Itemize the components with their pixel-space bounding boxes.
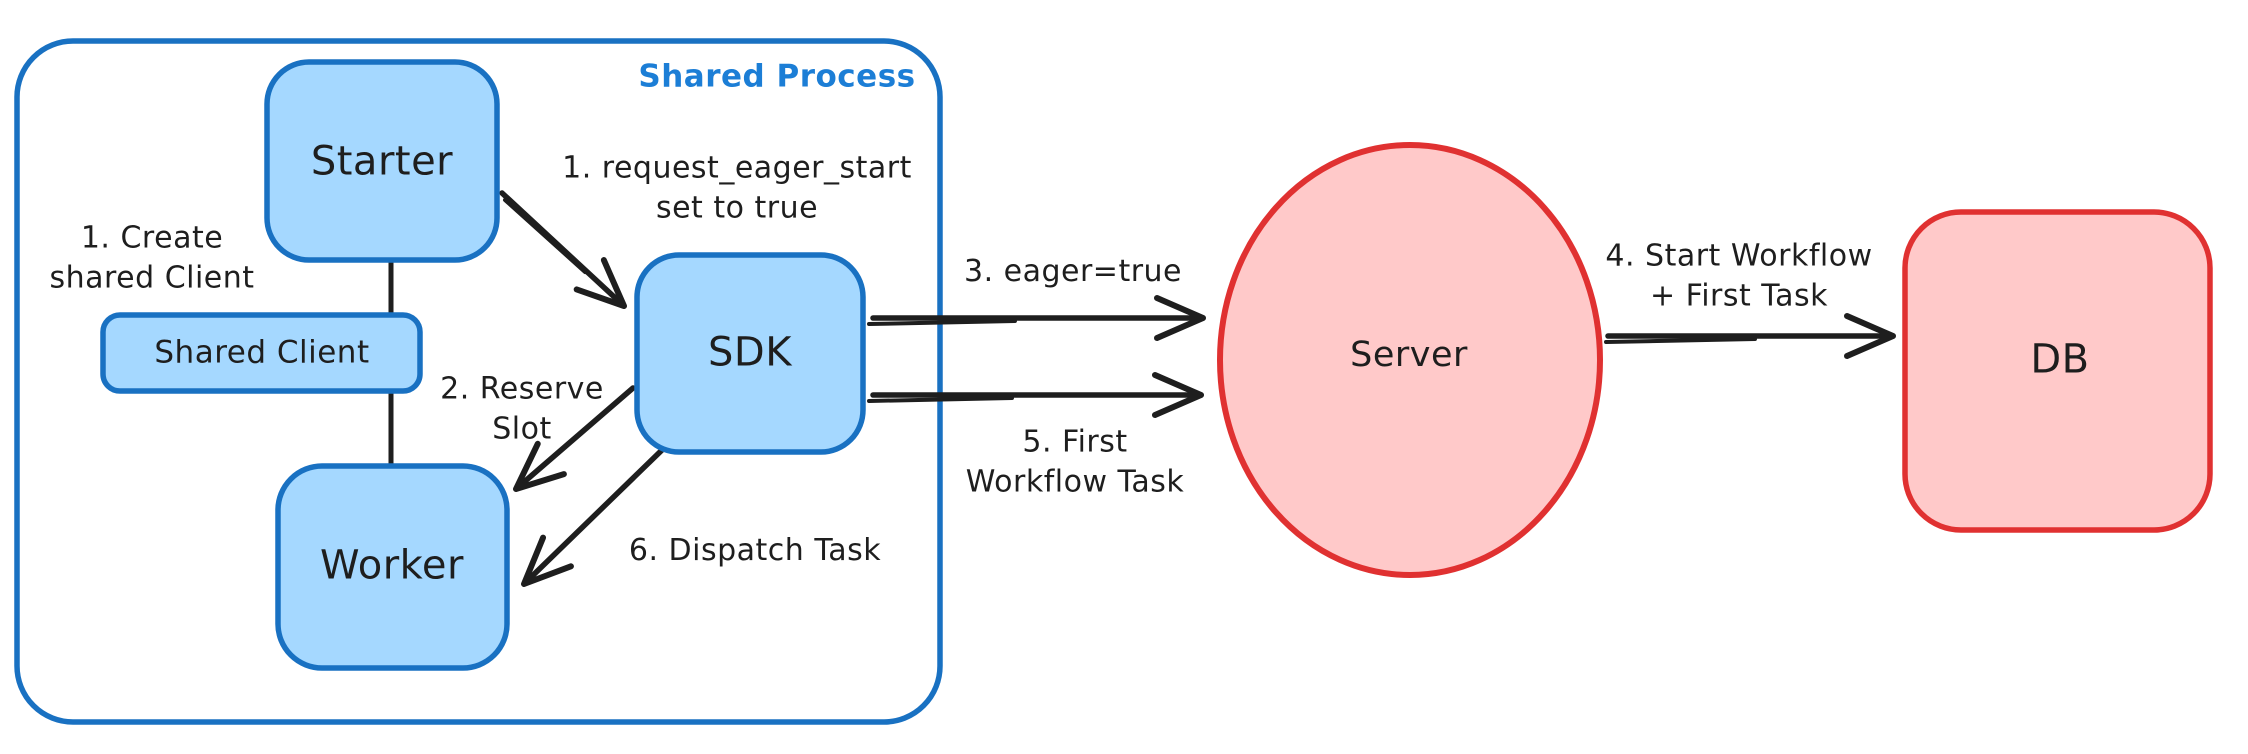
arrow-dispatch-task [521,447,665,587]
worker-node [275,463,510,671]
worker-label: Worker [320,542,464,589]
annotation-first-workflow-task: 5. First Workflow Task [965,424,1185,499]
arrow-reserve-slot [513,385,636,492]
annotation-request-eager-start: 1. request_eager_start set to true [562,150,912,225]
shared-client-node [100,312,423,394]
starter-label: Starter [310,138,454,185]
annotation-dispatch-task: 6. Dispatch Task [628,533,882,569]
annotation-eager-true: 3. eager=true [963,254,1183,290]
shared-process-container [14,38,943,725]
db-label: DB [2030,336,2090,383]
arrow-request-eager-start-sketch [503,198,587,274]
arrow-first-workflow-task-sketch [867,396,1014,403]
arrow-request-eager-start [499,190,627,309]
shared-client-label: Shared Client [154,334,370,371]
server-node [1217,142,1603,578]
starter-node [264,59,500,263]
annotation-reserve-slot: 2. Reserve Slot [440,371,604,446]
annotation-create-shared-client: 1. Create shared Client [49,220,255,295]
arrow-start-workflow-sketch [1604,337,1757,344]
annotation-start-workflow: 4. Start Workflow + First Task [1605,238,1873,313]
db-node [1902,209,2213,533]
shared-process-title: Shared Process [638,58,916,95]
sdk-node [634,252,866,455]
sdk-label: SDK [708,329,792,376]
server-label: Server [1350,334,1468,375]
arrow-eager-true-sketch [867,319,1017,326]
